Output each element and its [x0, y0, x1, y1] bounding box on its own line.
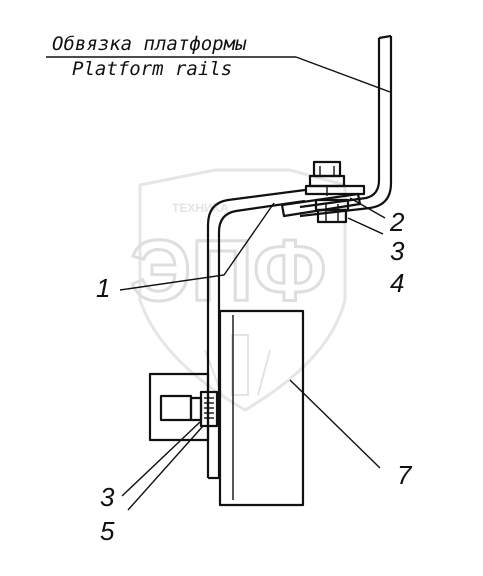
watermark-shield: [138, 168, 347, 412]
upper-nut-top: [312, 160, 342, 178]
callout-3-upper: 3: [390, 236, 405, 266]
leader-3-upper: [347, 217, 384, 235]
lower-bolt-head: [159, 394, 193, 422]
callouts: 1 2 3 4 7 3 5: [96, 207, 413, 546]
leader-5: [127, 425, 204, 511]
leader-7: [289, 379, 381, 469]
rail-outer-edge: [299, 38, 381, 209]
callout-1: 1: [96, 273, 110, 303]
watermark: ТЕХНИКА ЭПФ: [129, 168, 347, 412]
callout-3-lower: 3: [100, 482, 115, 512]
lower-bolt-shank: [189, 396, 203, 422]
leader-3-lower: [121, 421, 201, 497]
lower-nut-thread-marks: [204, 397, 214, 419]
caption-russian: Обвязка платформы: [52, 33, 247, 55]
leader-2: [349, 197, 386, 219]
lower-bolt-assembly: [148, 372, 219, 442]
callout-7: 7: [397, 460, 413, 490]
callout-5: 5: [100, 516, 115, 546]
side-plate: [148, 372, 210, 442]
upper-bolt-assembly: [304, 160, 366, 224]
bracket-inner-edge: [217, 199, 306, 478]
rail-inner-edge: [299, 36, 393, 218]
leader-1: [119, 202, 275, 291]
callout-4: 4: [390, 268, 404, 298]
caption-leader-line: [295, 56, 391, 93]
watermark-brand-big: ЭПФ: [130, 223, 326, 319]
platform-rail: [299, 34, 393, 218]
caption-english: Platform rails: [72, 58, 232, 80]
leader-lines: [119, 197, 386, 511]
bracket-outer-edge: [206, 188, 306, 478]
lower-nut: [199, 390, 219, 428]
frame-member-body: [218, 309, 305, 507]
watermark-tools-icon: [204, 334, 271, 396]
callout-2: 2: [389, 207, 405, 237]
upper-nut-bottom: [316, 208, 348, 224]
upper-washer-wide: [304, 184, 366, 196]
caption: Обвязка платформы Platform rails: [46, 33, 296, 80]
frame-member: [218, 309, 305, 507]
rail-top-end: [378, 34, 392, 40]
bracket: [206, 188, 306, 480]
